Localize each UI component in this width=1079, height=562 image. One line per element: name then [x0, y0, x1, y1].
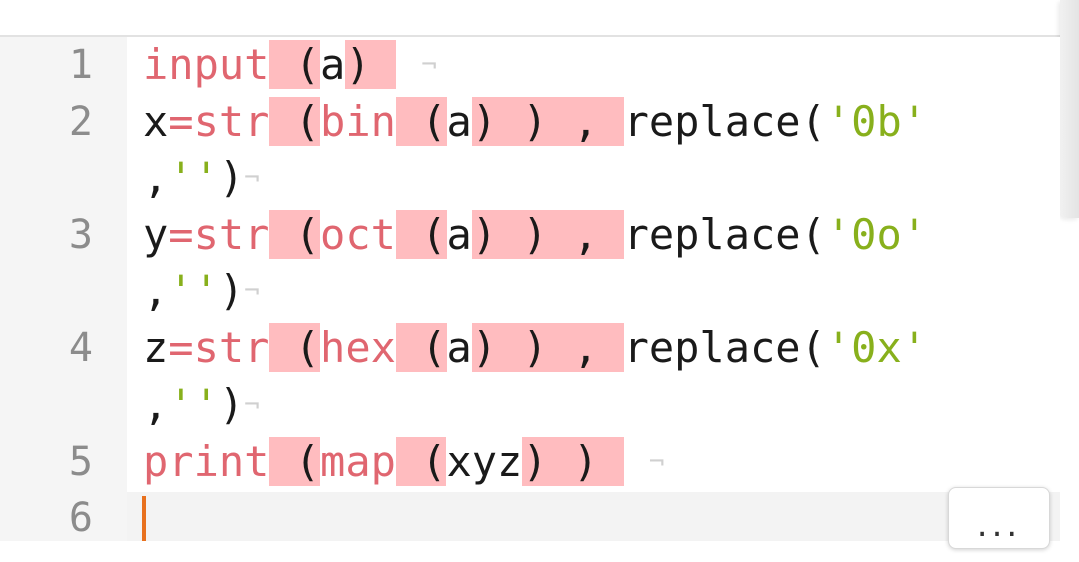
code-line-5[interactable]: print (map (xyz) ) ¬	[143, 437, 665, 486]
more-options-button[interactable]: ...	[948, 487, 1050, 549]
editor-top-bar	[0, 0, 1060, 37]
active-line-highlight	[127, 492, 1060, 541]
keyword: print	[143, 437, 270, 486]
line-number: 6	[68, 495, 93, 541]
code-line-3[interactable]: y=str (oct (a) ) , replace('0o'	[143, 210, 928, 259]
line-end-marker: ¬	[244, 163, 260, 193]
line-number-gutter	[0, 37, 127, 541]
code-line-2[interactable]: x=str (bin (a) ) , replace('0b'	[143, 97, 928, 146]
line-number: 3	[68, 212, 93, 258]
line-number: 5	[68, 439, 93, 485]
text-cursor	[142, 496, 146, 541]
line-end-marker: ¬	[648, 447, 665, 477]
line-end-marker: ¬	[244, 276, 260, 306]
code-line-2-wrap[interactable]: ,'')¬	[143, 153, 260, 202]
line-end-marker: ¬	[421, 50, 437, 80]
code-line-3-wrap[interactable]: ,'')¬	[143, 266, 260, 315]
keyword: input	[143, 40, 270, 89]
line-end-marker: ¬	[244, 390, 260, 420]
line-number: 1	[68, 42, 93, 88]
code-line-1[interactable]: input (a) ¬	[143, 40, 437, 89]
code-line-4-wrap[interactable]: ,'')¬	[143, 380, 260, 429]
code-line-4[interactable]: z=str (hex (a) ) , replace('0x'	[143, 323, 928, 372]
line-number: 2	[68, 99, 93, 145]
side-panel-edge	[1060, 0, 1079, 218]
line-number: 4	[68, 325, 93, 371]
